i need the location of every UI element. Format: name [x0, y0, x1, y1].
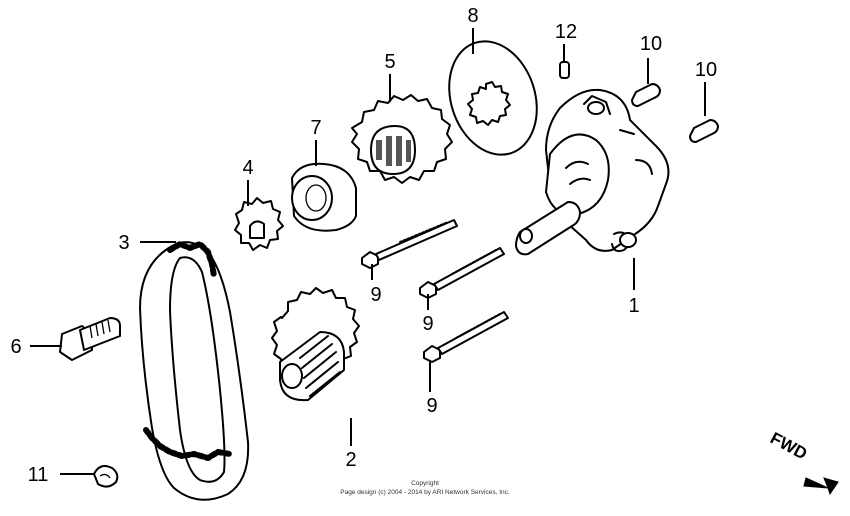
- part-3-drive-chain[interactable]: [139, 241, 250, 501]
- callout-11: 11: [28, 464, 49, 486]
- callout-12: 12: [555, 21, 577, 43]
- part-6-flange-bolt[interactable]: [59, 317, 121, 361]
- copyright-notice: Copyright Page design (c) 2004 - 2014 by…: [340, 480, 510, 496]
- part-8-plate[interactable]: [435, 30, 551, 166]
- part-9-bolt-middle[interactable]: [419, 247, 505, 299]
- callout-9-lower: 9: [426, 395, 437, 417]
- part-7-collar[interactable]: [291, 162, 357, 232]
- callout-5: 5: [384, 51, 395, 73]
- callout-6: 6: [10, 336, 21, 358]
- callout-4: 4: [242, 157, 253, 179]
- part-11-clip[interactable]: [93, 465, 119, 488]
- callout-2: 2: [345, 449, 356, 471]
- copyright-line-2: Page design (c) 2004 - 2014 by ARI Netwo…: [340, 489, 510, 496]
- part-9-bolt-upper[interactable]: [361, 219, 458, 269]
- callout-3: 3: [118, 232, 129, 254]
- fwd-label: FWD: [767, 429, 810, 464]
- callout-10-right: 10: [695, 59, 717, 81]
- part-10-dowel-left[interactable]: [631, 83, 661, 107]
- callout-8: 8: [467, 5, 478, 27]
- fwd-arrow-icon: [803, 477, 839, 496]
- part-10-dowel-right[interactable]: [689, 119, 719, 143]
- part-12-dowel[interactable]: [559, 61, 570, 79]
- callout-labels: 1 2 3 4 5 6 7 8 9 9 9 10 10 11 12: [10, 5, 717, 486]
- callout-10-left: 10: [640, 33, 662, 55]
- callout-9-upper: 9: [370, 284, 381, 306]
- part-5-ring-gear[interactable]: [351, 94, 453, 184]
- forward-direction-indicator: FWD: [767, 429, 839, 496]
- leader-lines: [30, 28, 706, 475]
- part-4-small-sprocket[interactable]: [234, 197, 284, 251]
- callout-7: 7: [310, 117, 321, 139]
- part-2-drive-sprocket[interactable]: [271, 287, 360, 402]
- part-1-oil-pump[interactable]: [515, 88, 670, 256]
- part-9-bolt-lower[interactable]: [423, 311, 509, 363]
- copyright-line-1: Copyright: [411, 480, 439, 487]
- callout-9-middle: 9: [422, 313, 433, 335]
- callout-1: 1: [628, 295, 639, 317]
